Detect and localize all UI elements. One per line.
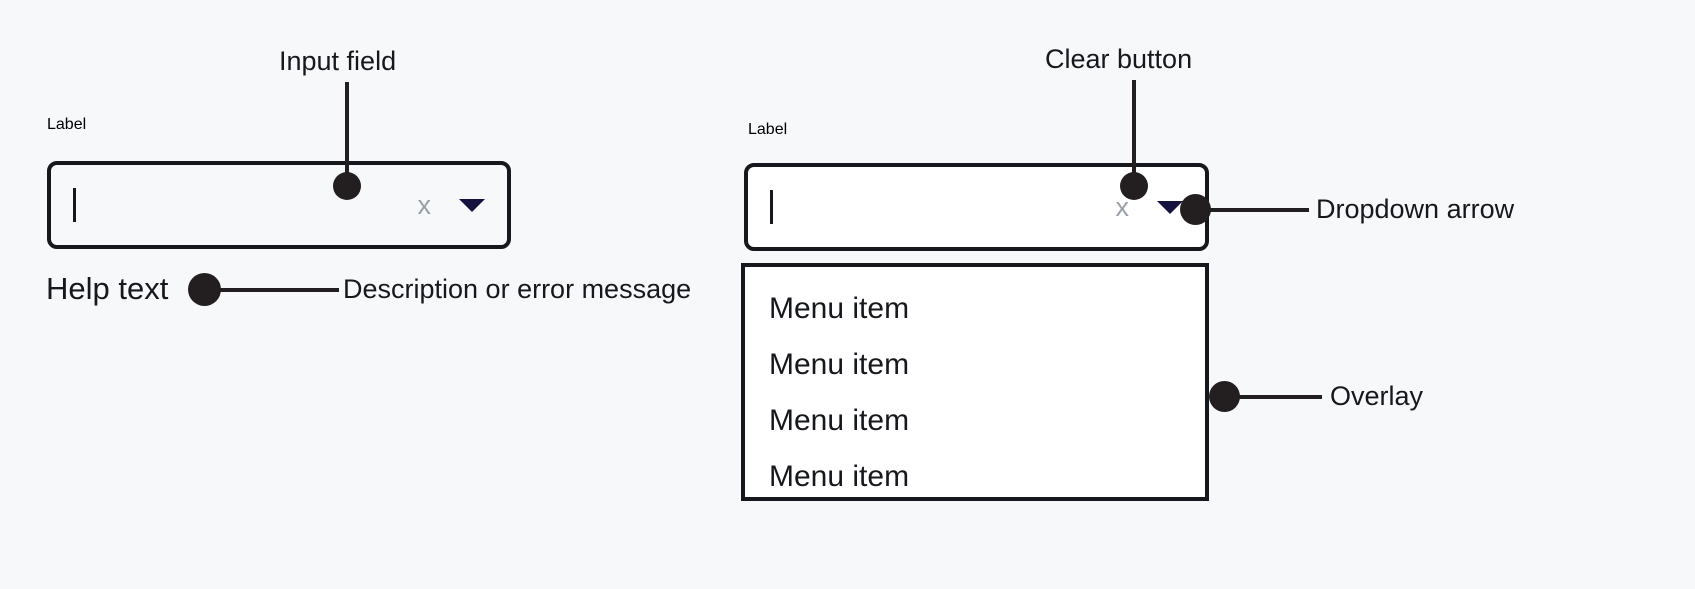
annotation-clear-button-label: Clear button bbox=[1045, 44, 1193, 74]
left-help-text: Help text bbox=[46, 271, 169, 306]
annotation-input-field-dot bbox=[333, 172, 361, 200]
annotation-dropdown-arrow-label: Dropdown arrow bbox=[1316, 194, 1515, 224]
annotation-input-field-leader bbox=[345, 82, 349, 186]
annotation-input-field-label: Input field bbox=[279, 46, 397, 76]
clear-icon[interactable]: x bbox=[417, 189, 432, 220]
menu-item[interactable]: Menu item bbox=[769, 460, 910, 493]
annotation-clear-button-leader bbox=[1132, 80, 1136, 180]
annotation-help-text-label: Description or error message bbox=[343, 274, 692, 304]
left-field-label: Label bbox=[47, 116, 87, 133]
chevron-down-icon[interactable] bbox=[459, 198, 485, 212]
menu-item[interactable]: Menu item bbox=[769, 404, 910, 437]
annotation-overlay-label: Overlay bbox=[1330, 381, 1424, 411]
left-input-field[interactable]: x bbox=[47, 161, 511, 249]
chevron-down-icon[interactable] bbox=[1157, 200, 1183, 214]
text-caret bbox=[73, 188, 76, 222]
annotation-overlay-leader bbox=[1233, 395, 1322, 399]
annotation-help-text-leader bbox=[212, 288, 339, 292]
annotation-dropdown-arrow-leader bbox=[1204, 208, 1309, 212]
clear-icon[interactable]: x bbox=[1115, 191, 1130, 222]
right-field-label: Label bbox=[748, 121, 788, 138]
annotation-clear-button-dot bbox=[1120, 172, 1148, 200]
dropdown-overlay-menu[interactable]: Menu item Menu item Menu item Menu item bbox=[741, 263, 1209, 501]
menu-item[interactable]: Menu item bbox=[769, 292, 910, 325]
menu-item[interactable]: Menu item bbox=[769, 348, 910, 381]
text-caret bbox=[770, 190, 773, 224]
